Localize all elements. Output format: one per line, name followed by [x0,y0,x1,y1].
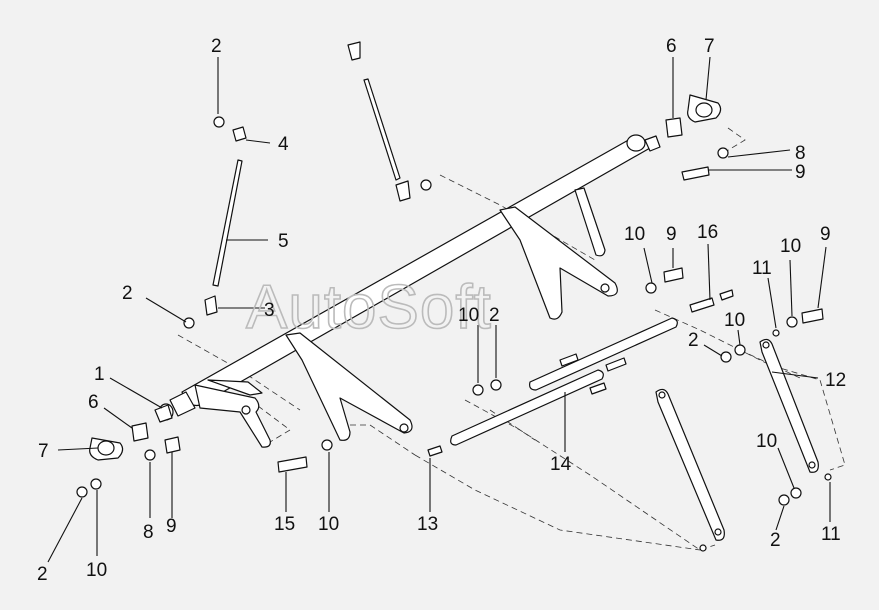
center-rod-assembly [347,41,432,202]
callout-2c: 2 [489,305,500,326]
callout-9c: 9 [666,224,677,245]
callout-8b: 8 [143,522,154,543]
callout-8a: 8 [795,143,806,164]
callout-10d: 10 [780,236,801,257]
tie-rods [450,317,678,446]
callout-9a: 9 [795,162,806,183]
callout-7a: 7 [704,36,715,57]
callout-10a: 10 [624,224,645,245]
callout-16: 16 [697,222,718,243]
bolts-and-washers [277,267,832,552]
watermark-text: AutoSoft [246,273,492,342]
links [655,338,819,541]
callout-5: 4 [278,134,289,155]
callout-labels: 2 4 5 2 3 1 6 7 8 9 2 10 15 10 13 10 2 1… [37,36,846,585]
callout-15: 15 [274,514,295,535]
callout-2d: 2 [688,330,699,351]
callout-10g: 10 [86,560,107,581]
callout-2a: 2 [211,36,222,57]
callout-9d: 9 [820,224,831,245]
callout-1: 1 [94,364,105,385]
callout-9b: 9 [166,516,177,537]
callout-10f: 10 [756,431,777,452]
callout-14: 14 [550,454,572,475]
callout-13: 13 [417,514,438,535]
callout-2f: 2 [37,564,48,585]
callout-12: 12 [825,370,846,391]
callout-11b: 11 [821,524,841,545]
lever-arms [194,187,618,448]
callout-10c: 10 [458,305,479,326]
callout-10e: 10 [724,310,745,331]
left-rod-assembly [183,116,247,329]
callout-11a: 11 [752,258,772,279]
callout-2e: 2 [770,530,781,551]
callout-2b: 2 [122,283,133,304]
callout-10b: 10 [318,514,339,535]
callout-4: 5 [278,231,289,252]
callout-6b: 6 [88,392,99,413]
right-flange-assembly [665,94,729,181]
pins [427,289,734,457]
callout-6a: 6 [666,36,677,57]
left-flange-assembly [76,422,181,498]
leader-lines [47,56,831,563]
callout-3: 3 [264,300,275,321]
callout-7b: 7 [38,441,49,462]
